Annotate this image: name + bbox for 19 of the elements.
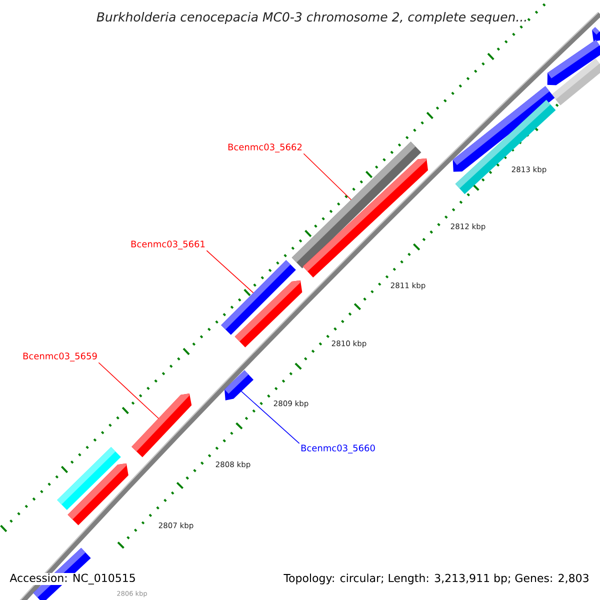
footer-text: Topology: circular; Length: 3,213,911 bp; Genes: 2,803 <box>283 573 590 585</box>
gene-label: Bcenmc03_5660 <box>301 444 375 454</box>
title: Burkholderia cenocepacia MC0-3 chromosome 2, complete sequen... <box>96 12 526 24</box>
gene-label: Bcenmc03_5659 <box>23 352 97 362</box>
gene-block <box>234 280 302 348</box>
leader-line <box>303 153 352 200</box>
gene-block <box>455 100 556 194</box>
gene-block <box>592 27 600 42</box>
gene-block <box>132 394 192 458</box>
leader-line <box>206 250 254 294</box>
gene-block <box>552 58 600 106</box>
gene-label: Bcenmc03_5661 <box>131 240 205 250</box>
gene-label: Bcenmc03_5662 <box>228 144 302 152</box>
gene-block <box>224 370 254 400</box>
leader-line <box>240 390 300 444</box>
footer-text: Accession: NC_010515 <box>9 573 136 585</box>
gene-block <box>302 158 428 278</box>
gene-block <box>68 463 128 526</box>
leader-line <box>98 362 159 419</box>
